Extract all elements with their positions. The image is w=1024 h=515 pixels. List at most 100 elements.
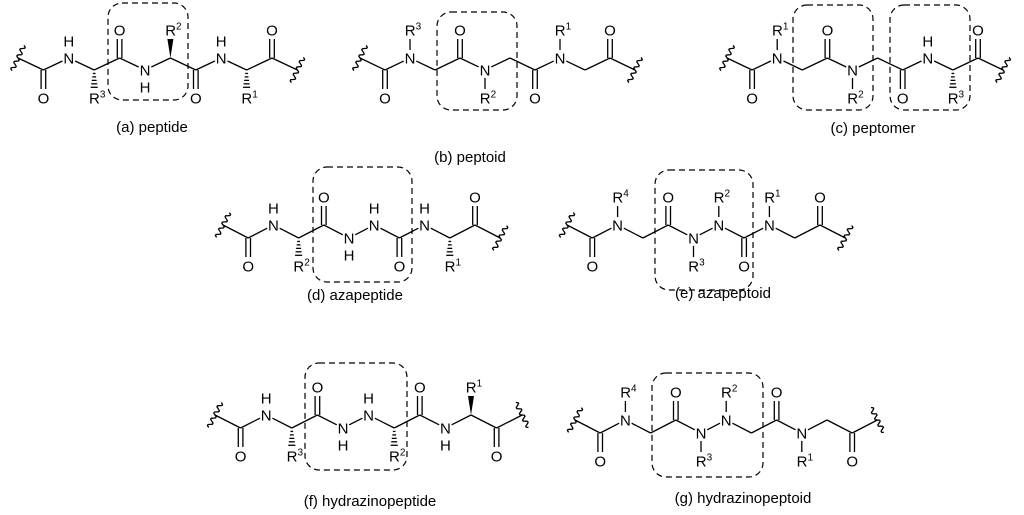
wavy-bond-icon [558, 212, 576, 238]
atom-label-n: N [63, 51, 74, 68]
bond [826, 419, 853, 434]
bond [195, 60, 216, 71]
wavy-bond-icon [10, 44, 26, 72]
atom-label-n: N [721, 413, 732, 430]
bond [459, 57, 479, 68]
atom-label-o: O [454, 23, 466, 40]
bond [451, 414, 472, 426]
atom-label-o: O [738, 259, 750, 276]
bond [240, 417, 261, 429]
bond [348, 417, 363, 426]
wavy-bond-icon [870, 406, 885, 434]
bond [675, 419, 696, 431]
atom-label-o: O [670, 385, 682, 402]
wavy-bond-icon [206, 402, 224, 428]
atom-label-r1: R1 [445, 258, 462, 276]
atom-label-h: H [344, 248, 355, 265]
bond [933, 60, 954, 71]
atom-label-o: O [972, 23, 984, 40]
atom-label-n: N [216, 51, 227, 68]
atom-label-r2: R2 [721, 384, 738, 402]
bond [775, 227, 795, 239]
bond [726, 57, 753, 71]
atom-label-o: O [242, 259, 254, 276]
atom-label-h: H [216, 34, 227, 51]
atom-label-o: O [266, 23, 278, 40]
bond [393, 414, 421, 429]
bond [706, 422, 721, 431]
bond [743, 227, 764, 239]
atom-label-n: N [772, 51, 783, 68]
atom-label-h: H [922, 34, 933, 51]
atom-label-r1: R1 [241, 90, 258, 108]
atom-label-o: O [897, 91, 909, 108]
atom-label-r4: R4 [620, 384, 637, 402]
bond [952, 57, 979, 71]
bond [291, 414, 318, 429]
caption-peptomer: (c) peptomer [830, 120, 915, 137]
atom-label-h: H [140, 80, 151, 97]
atom-label-r2: R2 [714, 189, 731, 207]
bond [227, 60, 247, 71]
wavy-bond-icon [995, 57, 1012, 83]
bond [794, 224, 821, 239]
wavy-bond-icon [491, 225, 509, 251]
bond [419, 414, 440, 426]
atom-label-r1: R1 [764, 189, 781, 207]
wavy-bond-icon [626, 57, 644, 83]
atom-label-o: O [746, 91, 758, 108]
bond [380, 227, 400, 239]
bond [74, 60, 95, 71]
atom-label-o: O [235, 449, 247, 466]
atom-label-o: O [318, 190, 330, 207]
atom-label-o: O [38, 91, 50, 108]
bond [317, 414, 338, 426]
bond [851, 419, 878, 434]
atom-label-o: O [414, 380, 426, 397]
atom-label-r1: R1 [466, 379, 483, 397]
atom-label-o: O [491, 449, 503, 466]
bond [977, 57, 1004, 71]
bond [491, 57, 511, 68]
atom-label-r3: R3 [696, 453, 713, 471]
atom-label-o: O [662, 190, 674, 207]
bond [399, 227, 419, 239]
atom-label-n: N [140, 63, 151, 80]
bond [699, 227, 713, 236]
highlight-box-c2 [889, 4, 971, 111]
atom-label-h: H [440, 438, 451, 455]
atom-label-r2: R2 [293, 258, 310, 276]
bond [609, 57, 636, 71]
caption-azapeptide: (d) azapeptide [307, 287, 403, 304]
wavy-bond-icon [351, 45, 369, 71]
bond [877, 57, 903, 71]
bond [827, 57, 847, 68]
atom-label-o: O [394, 259, 406, 276]
bond [858, 57, 878, 68]
atom-label-n: N [344, 231, 355, 248]
bond [509, 57, 536, 71]
atom-label-o: O [594, 454, 606, 471]
bond [592, 227, 612, 239]
atom-label-o: O [114, 23, 126, 40]
atom-label-h: H [261, 391, 272, 408]
bond [43, 60, 63, 71]
atom-label-o: O [814, 190, 826, 207]
atom-label-h: H [363, 391, 374, 408]
atom-label-r1: R1 [555, 22, 572, 40]
atom-label-n: N [338, 421, 349, 438]
atom-label-h: H [268, 201, 279, 218]
bond [151, 57, 171, 68]
bond [724, 227, 745, 239]
bond [776, 419, 796, 431]
bond [298, 224, 325, 239]
atom-label-o: O [771, 385, 783, 402]
atom-label-o: O [822, 23, 834, 40]
atom-label-n: N [847, 63, 858, 80]
atom-label-n: N [922, 51, 933, 68]
